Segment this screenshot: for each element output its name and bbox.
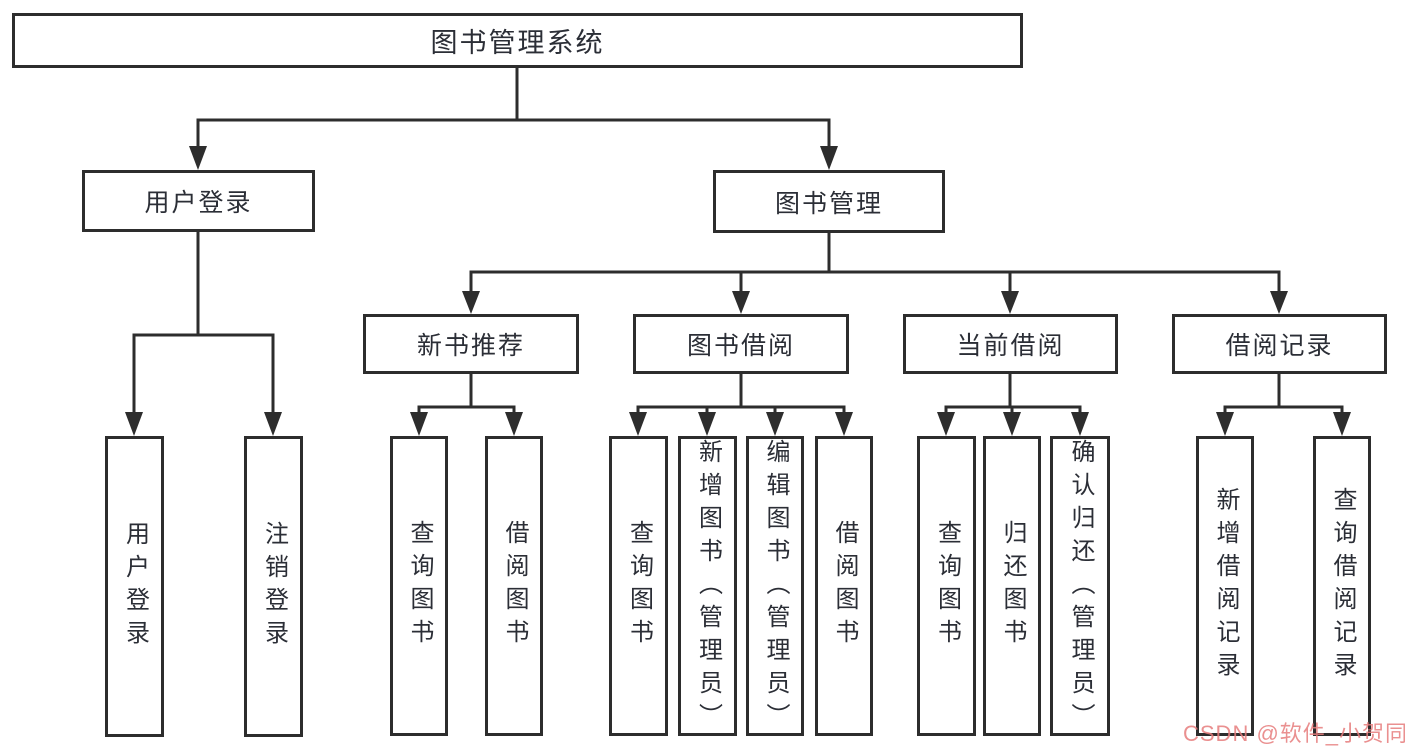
leaf-add-books-admin: 新增图书（管理员） <box>678 436 737 736</box>
leaf-borrow-books-2-label: 借阅图书 <box>831 520 858 652</box>
leaf-borrow-books-2: 借阅图书 <box>815 436 873 736</box>
leaf-user-login: 用户登录 <box>105 436 164 737</box>
node-root-system: 图书管理系统 <box>12 13 1023 68</box>
leaf-edit-books-admin: 编辑图书（管理员） <box>746 436 804 736</box>
csdn-watermark: CSDN @软件_小贺同学 <box>1183 721 1405 746</box>
leaf-add-borrow-record: 新增借阅记录 <box>1196 436 1254 736</box>
leaf-return-books-label: 归还图书 <box>999 520 1026 652</box>
node-borrow-record: 借阅记录 <box>1172 314 1387 374</box>
leaf-query-books-3-label: 查询图书 <box>933 520 961 652</box>
connector-lines <box>132 66 1344 414</box>
node-root-system-label: 图书管理系统 <box>430 28 605 58</box>
node-user-login: 用户登录 <box>82 170 315 232</box>
node-current-borrow: 当前借阅 <box>903 314 1118 374</box>
node-new-book-recommend: 新书推荐 <box>363 314 579 374</box>
leaf-borrow-books-1: 借阅图书 <box>485 436 543 736</box>
leaf-add-borrow-record-label: 新增借阅记录 <box>1212 487 1239 685</box>
node-book-management-label: 图书管理 <box>774 189 883 218</box>
leaf-query-borrow-record: 查询借阅记录 <box>1313 436 1371 736</box>
leaf-logout-label: 注销登录 <box>260 520 288 653</box>
leaf-confirm-return-admin: 确认归还（管理员） <box>1050 436 1110 736</box>
leaf-add-books-admin-label: 新增图书（管理员） <box>694 439 722 736</box>
leaf-user-login-label: 用户登录 <box>121 520 149 653</box>
node-current-borrow-label: 当前借阅 <box>956 332 1065 360</box>
leaf-confirm-return-admin-label: 确认归还（管理员） <box>1067 439 1094 736</box>
leaf-logout: 注销登录 <box>244 436 303 737</box>
leaf-query-books-2: 查询图书 <box>609 436 668 736</box>
node-book-borrow-label: 图书借阅 <box>686 332 795 360</box>
leaf-borrow-books-1-label: 借阅图书 <box>501 520 528 652</box>
leaf-query-books-1: 查询图书 <box>390 436 448 736</box>
leaf-return-books: 归还图书 <box>983 436 1041 736</box>
leaf-query-books-2-label: 查询图书 <box>625 520 653 652</box>
node-book-management: 图书管理 <box>713 170 945 233</box>
node-new-book-recommend-label: 新书推荐 <box>416 332 525 360</box>
node-book-borrow: 图书借阅 <box>633 314 849 374</box>
node-borrow-record-label: 借阅记录 <box>1225 332 1334 360</box>
arrowheads <box>125 146 1351 436</box>
leaf-query-books-1-label: 查询图书 <box>406 520 433 652</box>
leaf-edit-books-admin-label: 编辑图书（管理员） <box>762 439 789 736</box>
node-user-login-label: 用户登录 <box>144 189 253 217</box>
leaf-query-borrow-record-label: 查询借阅记录 <box>1329 487 1356 685</box>
leaf-query-books-3: 查询图书 <box>917 436 976 736</box>
